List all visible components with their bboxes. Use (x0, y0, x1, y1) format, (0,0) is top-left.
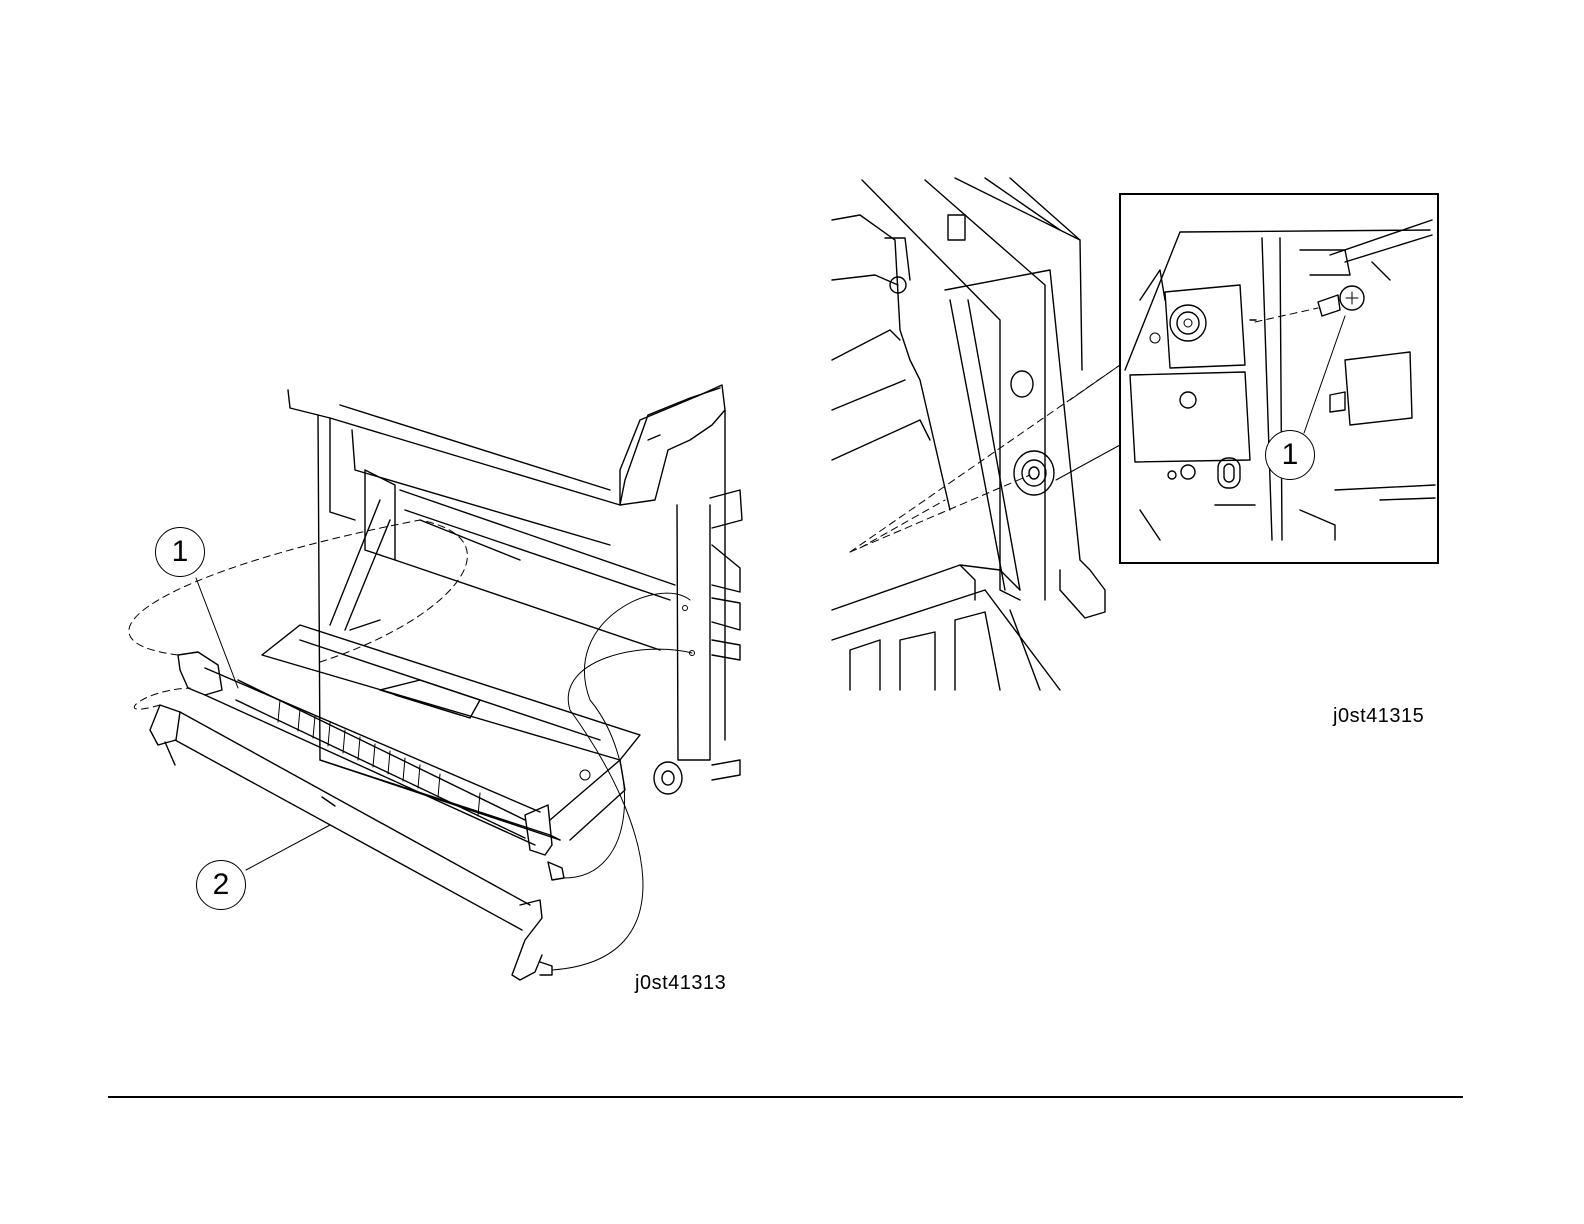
detail-inset-frame (1119, 193, 1439, 564)
callout-1-right: 1 (1265, 430, 1315, 480)
footer-rule (108, 1096, 1463, 1098)
figure-id-label-right: j0st41315 (1333, 705, 1424, 728)
